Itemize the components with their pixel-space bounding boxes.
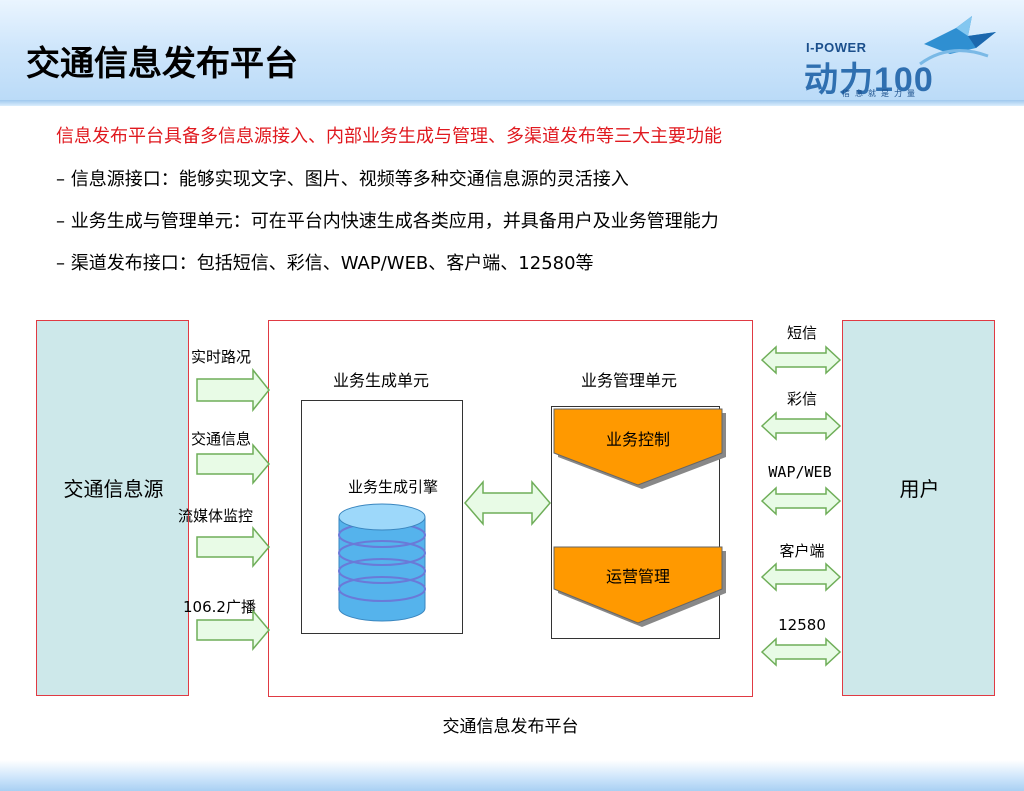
double-arrow <box>760 411 842 441</box>
double-arrow <box>760 637 842 667</box>
double-arrow <box>760 562 842 592</box>
generation-unit-title: 业务生成单元 <box>332 371 429 390</box>
logo-main-text: 动力100 <box>804 61 934 99</box>
double-arrow <box>760 345 842 375</box>
source-label: 交通信息源 <box>63 477 164 501</box>
logo-slogan: 信息就是力量 <box>842 89 920 98</box>
management-item-label: 运营管理 <box>605 567 670 586</box>
channel-label: 客户端 <box>779 542 825 560</box>
input-label: 106.2广播 <box>183 598 256 616</box>
right-arrow <box>196 367 270 413</box>
management-item-label: 业务控制 <box>605 430 670 449</box>
management-unit-title: 业务管理单元 <box>580 371 677 390</box>
channel-label: 短信 <box>786 324 817 342</box>
input-label: 交通信息 <box>191 430 252 448</box>
double-arrow <box>760 486 842 516</box>
user-box: 用户 <box>842 320 995 696</box>
input-label: 实时路况 <box>191 348 252 366</box>
right-arrow <box>196 442 270 486</box>
channel-label: WAP/WEB <box>768 463 832 481</box>
logo-top-text: I-POWER <box>806 40 867 55</box>
channel-label: 彩信 <box>786 390 817 408</box>
header-divider <box>0 100 1024 106</box>
bullet-item: – 渠道发布接口：包括短信、彩信、WAP/WEB、客户端、12580等 <box>56 253 594 274</box>
bullet-main: 信息发布平台具备多信息源接入、内部业务生成与管理、多渠道发布等三大主要功能 <box>56 126 722 147</box>
header-banner <box>0 0 1024 104</box>
bird-logo-icon <box>919 16 996 66</box>
generation-engine-label: 业务生成引擎 <box>347 478 438 496</box>
source-box: 交通信息源 <box>36 320 189 696</box>
user-label: 用户 <box>899 477 940 501</box>
page-title: 交通信息发布平台 <box>26 44 298 84</box>
footer-band <box>0 760 1024 791</box>
input-label: 流媒体监控 <box>178 507 254 525</box>
bullet-item: – 信息源接口：能够实现文字、图片、视频等多种交通信息源的灵活接入 <box>56 169 629 190</box>
bullet-item: – 业务生成与管理单元：可在平台内快速生成各类应用，并具备用户及业务管理能力 <box>56 211 719 232</box>
brand-logo: I-POWER 动力100 信息就是力量 <box>800 14 1000 100</box>
generation-unit-box <box>301 400 463 634</box>
right-arrow <box>196 525 270 569</box>
channel-label: 12580 <box>778 616 826 634</box>
platform-caption: 交通信息发布平台 <box>442 717 579 737</box>
